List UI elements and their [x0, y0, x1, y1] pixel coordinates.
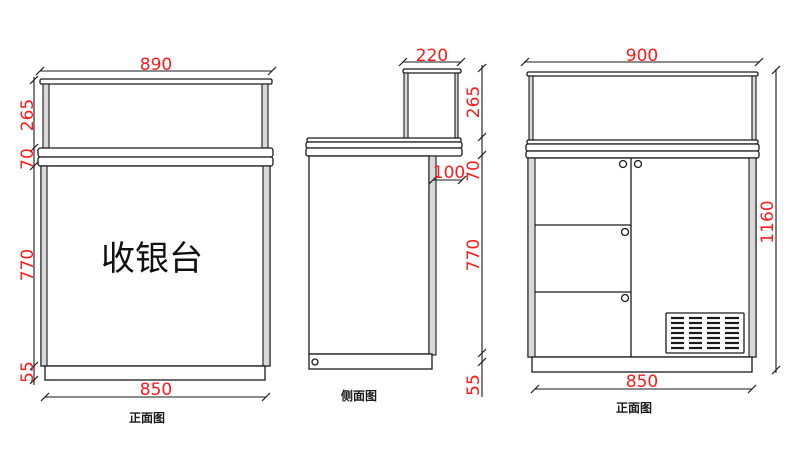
- rear-view: 900: [520, 46, 781, 415]
- side-height-dimension: 265 70 770 55: [464, 63, 487, 397]
- front-height-label-display: 265: [18, 99, 38, 131]
- rear-display-post-left: [528, 75, 534, 141]
- side-display-post-back: [403, 72, 409, 139]
- front-display-cap: [39, 78, 273, 85]
- front-top-width-dimension: 890: [35, 55, 277, 76]
- side-counter-band-lower: [305, 147, 463, 157]
- side-base: [308, 353, 433, 370]
- side-height-label-counter: 70: [464, 160, 484, 182]
- front-height-label-base: 55: [18, 361, 38, 383]
- rear-view-caption: 正面图: [616, 401, 652, 415]
- rear-counter-band-upper: [525, 143, 760, 152]
- rear-body-side-right: [748, 157, 757, 358]
- front-display-post-left: [42, 83, 50, 149]
- rear-display-cap: [526, 71, 759, 77]
- front-counter-band-lower: [37, 156, 274, 167]
- front-base: [44, 365, 266, 381]
- front-bottom-width-label: 850: [140, 380, 172, 400]
- front-height-dimension: 265 70 770 55: [18, 75, 39, 385]
- front-view: 890 收银台 265 70 770 55: [18, 55, 277, 425]
- drawer-knob-2-icon: [620, 293, 630, 303]
- side-height-label-display: 265: [464, 86, 484, 118]
- vent-grille-icon: [665, 312, 745, 354]
- front-body-panel: [40, 165, 271, 367]
- front-top-width-label: 890: [140, 55, 172, 75]
- side-top-width-label: 220: [416, 46, 448, 66]
- front-body-side-left: [40, 165, 48, 367]
- rear-top-width-label: 900: [626, 46, 658, 66]
- side-height-label-body: 770: [464, 239, 484, 271]
- rear-total-height-label: 1160: [758, 200, 778, 243]
- drawer-knob-1-icon: [620, 227, 630, 237]
- front-height-label-body: 770: [18, 249, 38, 281]
- side-overhang-label: 100: [433, 163, 465, 183]
- side-height-label-base: 55: [464, 374, 484, 396]
- rear-top-width-dimension: 900: [520, 46, 764, 67]
- front-bottom-width-dimension: 850: [40, 380, 271, 402]
- rear-body-side-left: [527, 157, 536, 358]
- cashier-counter-label: 收银台: [101, 239, 203, 279]
- front-counter-band-upper: [37, 147, 274, 158]
- side-display-post-front: [454, 72, 459, 139]
- door-knob-left-icon: [618, 159, 628, 169]
- side-caster-icon: [311, 358, 319, 366]
- side-front-panel: [428, 155, 437, 356]
- side-body: [308, 155, 430, 355]
- side-top-width-dimension: 220: [398, 46, 466, 67]
- side-counter-band-upper: [305, 141, 463, 149]
- side-overhang-dimension: 100: [428, 163, 467, 185]
- front-display-post-right: [261, 83, 269, 149]
- side-view: 220 100 265 70 770 55: [305, 46, 487, 403]
- rear-counter-band-lower: [525, 150, 760, 159]
- rear-display-post-right: [751, 75, 757, 141]
- rear-bottom-width-dimension: 850: [530, 372, 757, 394]
- rear-total-height-dimension: 1160: [758, 65, 781, 375]
- front-height-label-counter: 70: [18, 148, 38, 170]
- rear-bottom-width-label: 850: [626, 372, 658, 392]
- side-view-caption: 侧面图: [341, 388, 377, 403]
- front-body-side-right: [262, 165, 271, 367]
- rear-base: [531, 356, 753, 373]
- door-knob-right-icon: [633, 159, 643, 169]
- front-view-caption: 正面图: [129, 411, 165, 425]
- side-display-cap: [402, 68, 462, 74]
